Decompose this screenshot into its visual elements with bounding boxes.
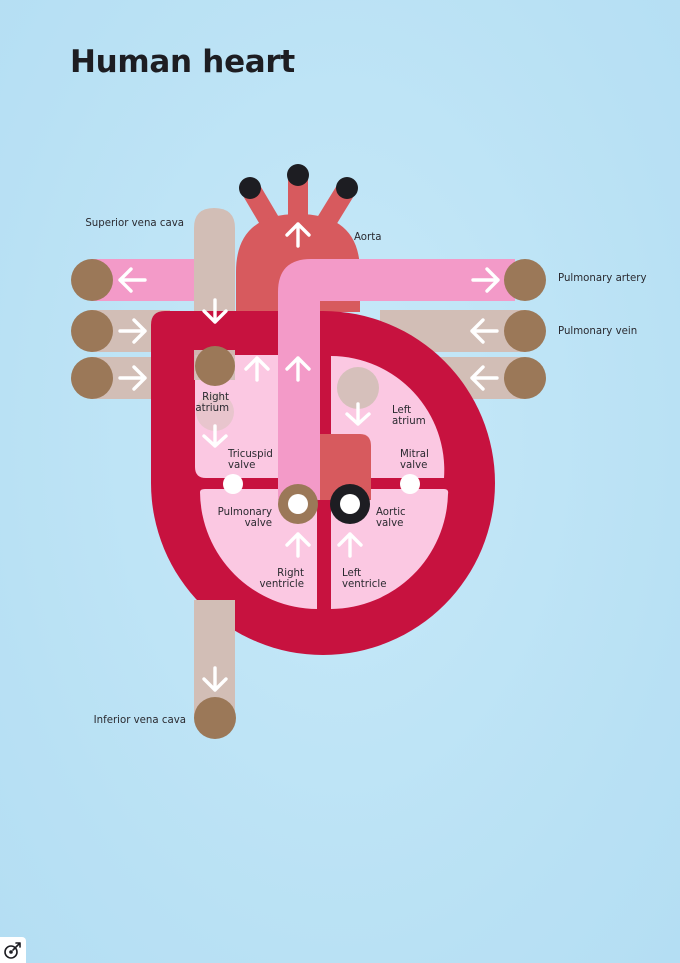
- arrow-up-icon: [285, 356, 311, 382]
- aorta-branch-end-left: [239, 177, 261, 199]
- label-mitral-valve-line2: valve: [400, 460, 427, 471]
- label-left-ventricle-line1: Left: [342, 568, 361, 579]
- label-left-atrium-line1: Left: [392, 405, 411, 416]
- aorta-branch-end-middle: [287, 164, 309, 186]
- corner-badge: [0, 937, 26, 963]
- inferior-vena-cava: [194, 600, 236, 739]
- arrow-down-icon: [202, 298, 228, 324]
- arrow-up-icon: [285, 222, 311, 248]
- label-left-atrium-line2: atrium: [392, 416, 426, 427]
- tricuspid-valve-dot: [223, 474, 243, 494]
- label-pulmonary-vein: Pulmonary vein: [558, 326, 637, 337]
- label-right-ventricle-line2: ventricle: [260, 579, 304, 590]
- arrow-up-icon: [285, 532, 311, 558]
- label-right-ventricle-line1: Right: [277, 568, 304, 579]
- pulmonary-artery: [278, 259, 515, 500]
- flow-arrows: [118, 222, 500, 692]
- label-aorta: Aorta: [354, 232, 381, 243]
- aorta-branch-end-right: [336, 177, 358, 199]
- arrow-right-icon: [118, 318, 147, 344]
- arrow-right-icon: [118, 365, 147, 391]
- label-right-atrium-line2: atrium: [195, 403, 229, 414]
- arrow-up-icon: [244, 356, 270, 382]
- arrow-up-icon: [337, 532, 363, 558]
- label-inferior-vena-cava: Inferior vena cava: [94, 715, 186, 726]
- arrow-left-icon: [470, 365, 499, 391]
- label-left-ventricle-line2: ventricle: [342, 579, 386, 590]
- label-aortic-valve-line1: Aortic: [376, 507, 406, 518]
- label-pulmonary-valve-line1: Pulmonary: [218, 507, 272, 518]
- arrow-down-icon: [345, 402, 371, 426]
- mitral-valve-dot: [400, 474, 420, 494]
- label-pulmonary-artery: Pulmonary artery: [558, 273, 646, 284]
- label-superior-vena-cava: Superior vena cava: [85, 218, 184, 229]
- brand-logo-icon: [4, 942, 21, 959]
- arrow-right-icon: [471, 267, 500, 293]
- label-right-atrium-line1: Right: [202, 392, 229, 403]
- label-tricuspid-valve-line2: valve: [228, 460, 255, 471]
- arrow-down-icon: [202, 424, 228, 448]
- superior-vena-cava-end: [195, 346, 235, 386]
- arrow-down-icon: [202, 666, 228, 692]
- pulmonary-artery-right-end: [504, 259, 546, 301]
- pulmonary-vein-inlet: [337, 367, 379, 409]
- arrow-left-icon: [118, 267, 147, 293]
- label-tricuspid-valve-line1: Tricuspid: [227, 449, 273, 460]
- page-title: Human heart: [70, 44, 295, 80]
- label-aortic-valve-line2: valve: [376, 518, 403, 529]
- arrow-left-icon: [470, 318, 499, 344]
- label-mitral-valve-line1: Mitral: [400, 449, 429, 460]
- label-pulmonary-valve-line2: valve: [245, 518, 272, 529]
